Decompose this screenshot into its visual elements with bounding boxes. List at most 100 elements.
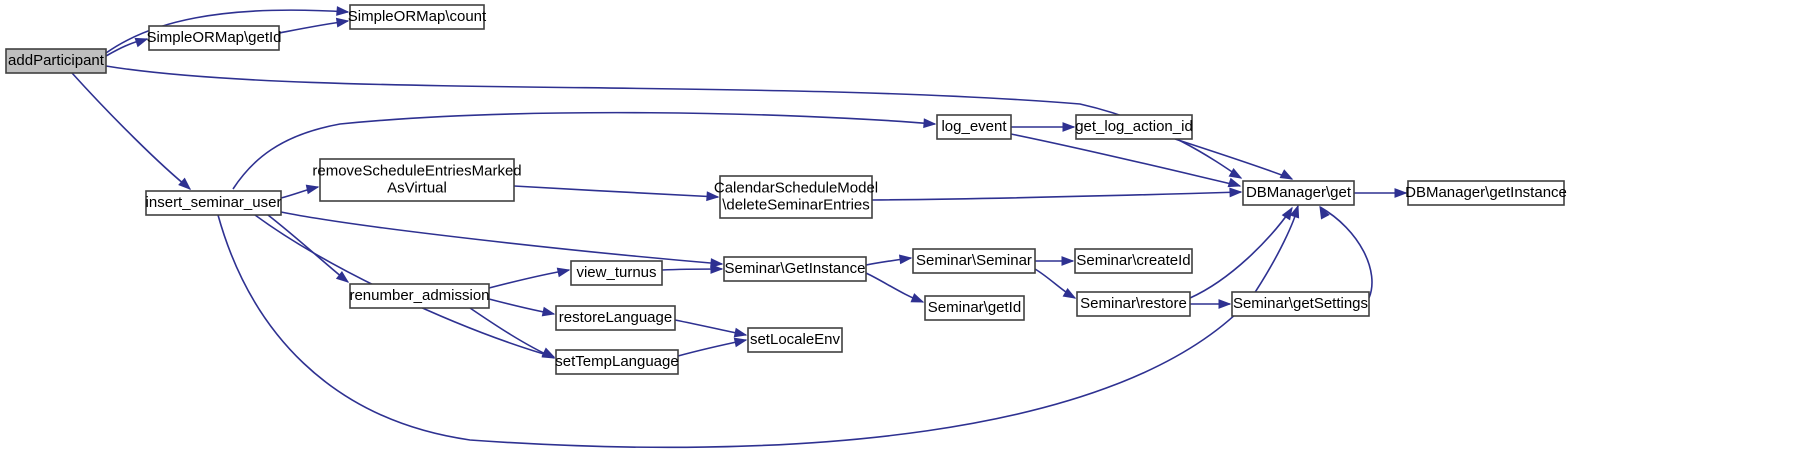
node-label: Seminar\Seminar (916, 252, 1032, 269)
node-insert_seminar_user[interactable]: insert_seminar_user (145, 190, 282, 216)
node-box[interactable] (936, 114, 1012, 140)
arrowhead (178, 177, 192, 190)
node-label: insert_seminar_user (146, 194, 282, 211)
node-label: get_log_action_id (1075, 118, 1193, 135)
node-label: log_event (941, 118, 1007, 135)
edge-seminar_getsettings-to-dbmanager_get (1319, 206, 1373, 299)
node-label: renumber_admission (349, 287, 489, 304)
node-box[interactable] (1242, 180, 1355, 206)
node-box[interactable] (555, 349, 679, 375)
edge-insert_seminar_user-to-seminar_getinstance (280, 211, 723, 265)
node-label: view_turnus (576, 264, 656, 281)
node-seminar_getid[interactable]: Seminar\getId (924, 295, 1025, 321)
nodes-layer: addParticipant SimpleORMap\getId SimpleORM… (5, 4, 1567, 375)
node-box[interactable] (349, 283, 490, 309)
edge-calendar_schedule_model-to-dbmanager_get (871, 191, 1242, 201)
node-label: Seminar\createId (1076, 252, 1190, 269)
arrowhead (898, 254, 913, 265)
node-addParticipant[interactable]: addParticipant (5, 48, 107, 74)
arrowhead (710, 264, 724, 274)
node-log_event[interactable]: log_event (936, 114, 1012, 140)
arrowhead (335, 271, 350, 283)
node-seminar_seminar[interactable]: Seminar\Seminar (912, 248, 1036, 274)
arrowhead (1061, 256, 1075, 266)
node-label: \deleteSeminarEntries (722, 196, 870, 213)
arrowhead (1218, 299, 1232, 309)
node-view_turnus[interactable]: view_turnus (570, 260, 663, 286)
node-label: restoreLanguage (559, 309, 672, 326)
arrowhead (910, 293, 925, 303)
edge-insert_seminar_user-to-renumber_admission (267, 214, 349, 283)
node-box[interactable] (924, 295, 1025, 321)
node-seminar_getsettings[interactable]: Seminar\getSettings (1231, 291, 1370, 317)
node-box[interactable] (1075, 114, 1193, 140)
arrowhead (1229, 187, 1243, 198)
arrowhead (923, 118, 937, 129)
arrowhead (541, 348, 556, 359)
node-label: CalendarScheduleModel (714, 179, 878, 196)
edge-addParticipant-to-insert_seminar_user (71, 72, 191, 190)
node-seminar_createid[interactable]: Seminar\createId (1074, 248, 1193, 274)
node-label: DBManager\get (1246, 184, 1352, 201)
node-label: addParticipant (8, 52, 105, 69)
arrowheads-layer (134, 6, 1408, 359)
arrowhead (1281, 206, 1293, 221)
node-label: SimpleORMap\getId (146, 29, 281, 46)
node-box[interactable] (912, 248, 1036, 274)
arrowhead (541, 306, 556, 317)
node-label: Seminar\getId (928, 299, 1021, 316)
node-box[interactable] (148, 25, 280, 51)
node-set_locale_env[interactable]: setLocaleEnv (747, 327, 843, 353)
arrowhead (134, 37, 149, 48)
arrowhead (710, 258, 724, 268)
node-box[interactable] (723, 256, 867, 282)
node-renumber_admission[interactable]: renumber_admission (349, 283, 490, 309)
node-label: Seminar\GetInstance (725, 260, 866, 277)
arrowhead (305, 184, 320, 195)
node-label: DBManager\getInstance (1405, 184, 1567, 201)
node-box[interactable] (1076, 291, 1191, 317)
node-label: Seminar\restore (1080, 295, 1187, 312)
node-box[interactable] (145, 190, 282, 216)
node-calendar_schedule_model[interactable]: CalendarScheduleModel\deleteSeminarEntri… (714, 175, 878, 219)
arrowhead (733, 327, 748, 338)
arrowhead (336, 6, 350, 16)
node-set_temp_language[interactable]: setTempLanguage (555, 349, 679, 375)
node-box[interactable] (1074, 248, 1193, 274)
node-restore_language[interactable]: restoreLanguage (555, 305, 676, 331)
arrowhead (706, 191, 720, 202)
node-get_log_action_id[interactable]: get_log_action_id (1075, 114, 1193, 140)
arrowhead (1227, 177, 1242, 188)
node-dbmanager_getinstance[interactable]: DBManager\getInstance (1405, 180, 1567, 206)
node-box[interactable] (570, 260, 663, 286)
node-label: Seminar\getSettings (1233, 295, 1368, 312)
edge-insert_seminar_user-to-log_event (232, 111, 936, 190)
arrowhead (1319, 205, 1330, 220)
node-label: removeScheduleEntriesMarked (312, 162, 521, 179)
node-dbmanager_get[interactable]: DBManager\get (1242, 180, 1355, 206)
edge-addParticipant-to-simpleormap_count (105, 9, 349, 54)
arrowhead (1228, 167, 1243, 179)
node-simpleormap_count[interactable]: SimpleORMap\count (348, 4, 487, 30)
node-box[interactable] (747, 327, 843, 353)
arrowhead (1279, 169, 1294, 180)
node-box[interactable] (719, 175, 873, 219)
node-box[interactable] (5, 48, 107, 74)
node-label: AsVirtual (387, 179, 447, 196)
edge-seminar_restore-to-dbmanager_get (1189, 207, 1293, 299)
node-box[interactable] (319, 158, 515, 202)
node-box[interactable] (349, 4, 485, 30)
node-seminar_restore[interactable]: Seminar\restore (1076, 291, 1191, 317)
edge-log_event-to-dbmanager_get (1010, 133, 1241, 187)
node-box[interactable] (555, 305, 676, 331)
node-box[interactable] (1231, 291, 1370, 317)
arrowhead (1289, 204, 1300, 219)
edge-addParticipant-to-dbmanager_get (105, 65, 1242, 179)
node-box[interactable] (1407, 180, 1565, 206)
node-seminar_getinstance[interactable]: Seminar\GetInstance (723, 256, 867, 282)
node-simpleormap_getid[interactable]: SimpleORMap\getId (146, 25, 282, 51)
arrowhead (335, 17, 350, 28)
